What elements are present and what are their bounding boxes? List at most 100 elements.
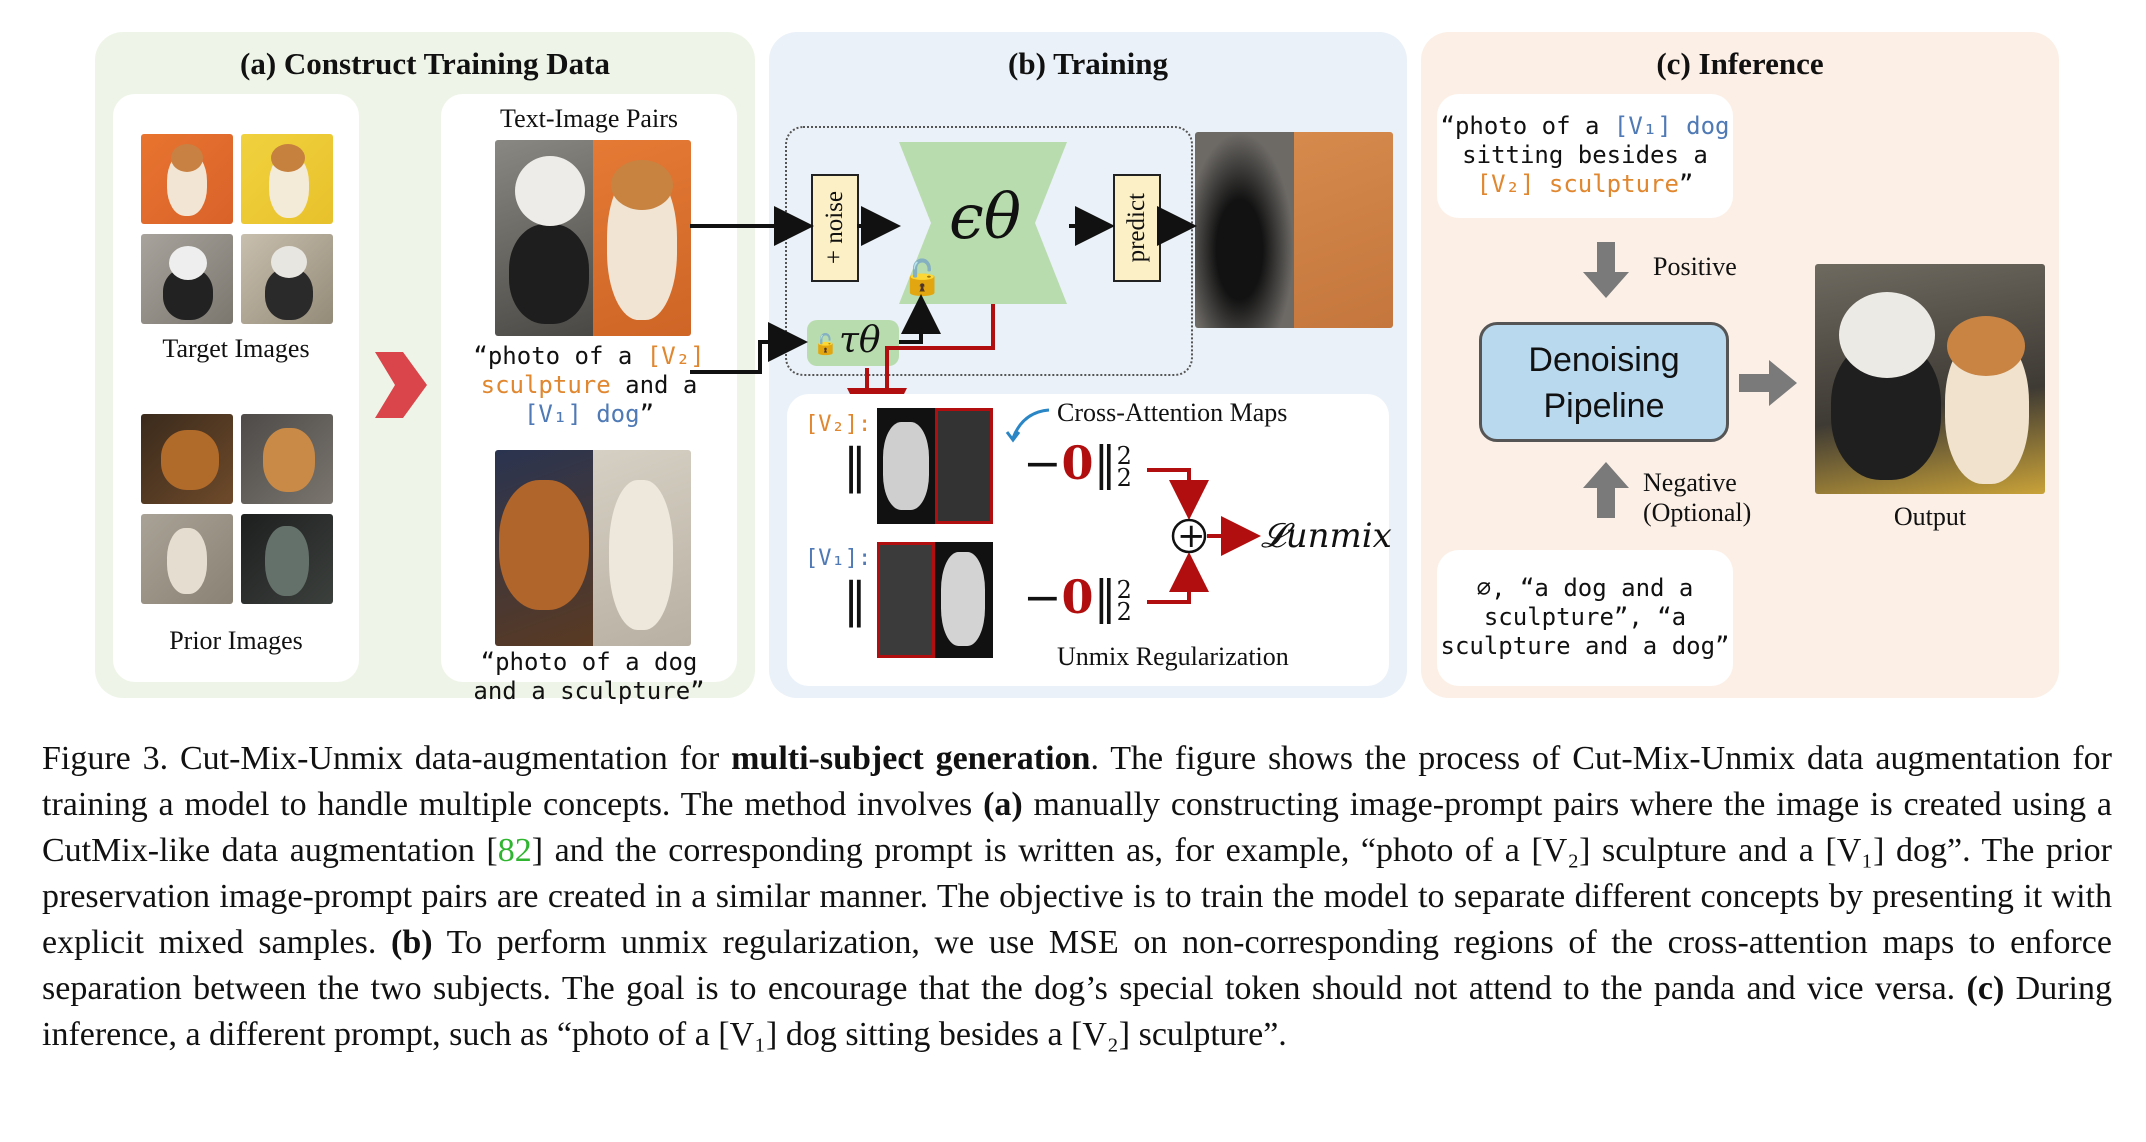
caption-lead: Figure 3. Cut-Mix-Unmix data-augmentatio…: [42, 740, 732, 777]
text-image-pairs-card: Text-Image Pairs “photo of a [V₂] sculpt…: [441, 94, 737, 682]
prompt1-v2-token: [V₂]: [646, 342, 705, 370]
mixed-image-dog-sculpture: [495, 450, 691, 646]
prompt2-line2: and a sculpture”: [473, 677, 705, 705]
negative-prompt-line3: sculpture and a dog”: [1440, 632, 1730, 660]
unlock-icon: 🔓: [901, 258, 944, 298]
caption-t2: manually constructing image-prompt pairs…: [42, 786, 2112, 869]
source-images-card: Target Images Prior Images: [113, 94, 359, 682]
training-arrows: [847, 206, 1197, 428]
pipeline-line1: Denoising: [1528, 341, 1680, 379]
figure-caption: Figure 3. Cut-Mix-Unmix data-augmentatio…: [42, 736, 2112, 1058]
unmix-card: [V₂]: [V₁]: ‖ ‖ Cross-Attention Maps −0‖…: [787, 394, 1392, 686]
v2-token-label: [V₂]:: [805, 412, 872, 437]
target-image-dog-orange: [141, 134, 233, 224]
sup-bottom: 2: [1116, 576, 1132, 604]
tau-symbol: τθ: [839, 320, 881, 361]
target-image-panda-1: [141, 234, 233, 324]
positive-label: Positive: [1653, 252, 1737, 281]
caption-t3: ] and the corresponding prompt is writte…: [42, 832, 2113, 961]
caption-t1: . The figure shows the process of Cut-Mi…: [42, 740, 2112, 823]
panel-c-title: (c) Inference: [1656, 46, 1824, 81]
sum-arrows: [1147, 468, 1261, 604]
norm-open-bottom: ‖: [843, 572, 867, 628]
panel-inference: (c) Inference “photo of a [V₁] dog sitti…: [1421, 32, 2059, 698]
prompt1-part-a: “photo of a: [473, 342, 647, 370]
positive-prompt-line3: [V₂] sculpture”: [1437, 170, 1733, 199]
norm-open-top: ‖: [843, 438, 867, 494]
right-arrow-gray-icon: [1739, 360, 1797, 406]
sup-top: 2: [1116, 442, 1132, 470]
prior-image-sculpture-1: [141, 514, 233, 604]
predict-box: predict: [1113, 174, 1161, 282]
positive-prompt-line1: “photo of a [V₁] dog: [1437, 112, 1733, 141]
output-label: Output: [1893, 502, 1967, 531]
prior-image-sculpture-2: [241, 514, 333, 604]
unet-epsilon: [899, 142, 1067, 304]
prompt1-v1-token: [V₁] dog: [523, 400, 640, 428]
attention-map-v2: [877, 408, 993, 524]
up-arrow-icon: [1583, 462, 1629, 518]
prompt1-part-d: ”: [639, 400, 655, 428]
sub-top: 2: [1116, 464, 1132, 492]
caption-t4: To perform unmix regularization, we use …: [42, 924, 2112, 1007]
output-image: [1815, 264, 2045, 494]
positive-prompt-card: “photo of a [V₁] dog sitting besides a […: [1437, 94, 1733, 218]
panel-b-title: (b) Training: [1008, 46, 1168, 81]
plus-symbol: +: [1177, 516, 1206, 556]
pipeline-line2: Pipeline: [1543, 387, 1665, 425]
v1-token-label: [V₁]:: [805, 546, 872, 571]
attention-map-v1: [877, 542, 993, 658]
zero-top: 0: [1061, 436, 1094, 490]
down-arrow-icon: [1583, 242, 1629, 298]
negative-label: Negative: [1643, 468, 1737, 497]
prior-image-dog-2: [241, 414, 333, 504]
prompt1-part-c: and a: [610, 371, 698, 399]
optional-label: (Optional): [1643, 498, 1752, 527]
pos-l1a: “photo of a: [1440, 112, 1614, 140]
target-image-panda-2: [241, 234, 333, 324]
cross-panel-arrows: [690, 206, 814, 374]
mixed-image-panda-dog: [495, 140, 691, 336]
pos-l3a: [V₂] sculpture: [1476, 170, 1679, 198]
loss-unmix-symbol: 𝓛unmix: [1261, 516, 1392, 556]
prompt-mixed-1: “photo of a [V₂] sculpture and a [V₁] do…: [441, 342, 737, 429]
prior-image-dog-1: [141, 414, 233, 504]
pos-l3b: ”: [1678, 170, 1694, 198]
epsilon-symbol: ϵθ: [949, 180, 1022, 253]
zero-bottom: 0: [1061, 570, 1094, 624]
negative-prompt-line2: sculpture”, “a: [1483, 603, 1687, 631]
unet-block-frame: [785, 126, 1193, 376]
prior-images-label: Prior Images: [169, 626, 303, 655]
right-arrow-icon: [375, 352, 427, 418]
sub-bottom: 2: [1116, 598, 1132, 626]
target-images-label: Target Images: [162, 334, 310, 363]
target-image-dog-yellow: [241, 134, 333, 224]
caption-bold-a: (a): [983, 786, 1023, 823]
negative-prompt-card: ∅, “a dog and a sculpture”, “a sculpture…: [1437, 550, 1733, 686]
caption-t5: During inference, a different prompt, su…: [42, 970, 2112, 1053]
text-image-pairs-title: Text-Image Pairs: [500, 104, 678, 133]
panel-a-title: (a) Construct Training Data: [240, 46, 610, 81]
negative-prompt-line1: ∅, “a dog and a: [1476, 574, 1694, 602]
positive-prompt-line2: sitting besides a: [1462, 141, 1708, 169]
minus-top: −: [1023, 436, 1062, 490]
caption-bold-b: (b): [391, 924, 433, 961]
text-encoder-tau: [807, 320, 899, 366]
cross-attention-maps-label: Cross-Attention Maps: [1057, 398, 1288, 427]
caption-bold-title: multi-subject generation: [731, 740, 1091, 777]
lock-icon-small: 🔓: [813, 332, 838, 356]
predicted-noisy-image: [1195, 132, 1393, 328]
close-bottom: ‖: [1093, 570, 1117, 624]
pos-l1b: [V₁] dog: [1613, 112, 1730, 140]
unmix-regularization-label: Unmix Regularization: [1057, 642, 1289, 671]
panel-construct-training-data: (a) Construct Training Data Target Image…: [95, 32, 755, 705]
prompt1-sculpture: sculpture: [480, 371, 611, 399]
citation-link[interactable]: 82: [497, 832, 532, 869]
close-top: ‖: [1093, 436, 1117, 490]
minus-bottom: −: [1023, 570, 1062, 624]
denoising-pipeline-box: Denoising Pipeline: [1479, 322, 1729, 442]
curved-arrow-icon: [1005, 408, 1050, 443]
caption-bold-c: (c): [1966, 970, 2005, 1007]
